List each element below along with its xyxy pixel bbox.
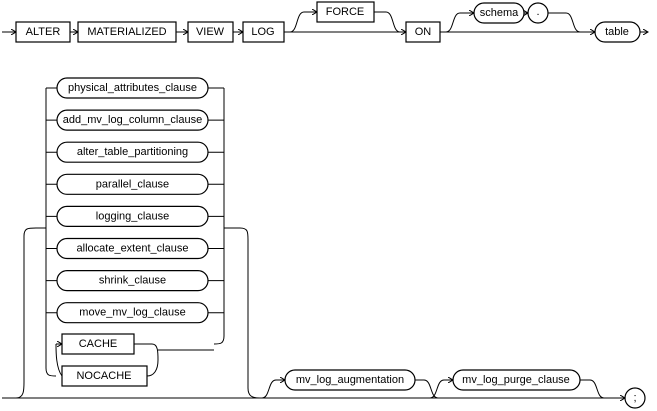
svg-text:add_mv_log_column_clause: add_mv_log_column_clause	[63, 114, 202, 126]
svg-text:alter_table_partitioning: alter_table_partitioning	[77, 146, 188, 158]
svg-text:shrink_clause: shrink_clause	[99, 275, 166, 287]
keyword-materialized: MATERIALIZED	[77, 21, 177, 43]
svg-text:VIEW: VIEW	[196, 26, 225, 38]
svg-text:LOG: LOG	[251, 26, 274, 38]
keyword-cache: CACHE	[61, 333, 135, 355]
clause-list: physical_attributes_clause add_mv_log_col…	[56, 77, 209, 324]
clause-item: alter_table_partitioning	[56, 141, 209, 163]
svg-text:CACHE: CACHE	[79, 338, 118, 350]
svg-text:ON: ON	[415, 26, 432, 38]
keyword-nocache: NOCACHE	[61, 365, 148, 387]
row2-lines	[2, 88, 625, 398]
clause-lines	[46, 87, 224, 314]
svg-text:physical_attributes_clause: physical_attributes_clause	[68, 82, 197, 94]
keyword-alter: ALTER	[15, 21, 71, 43]
svg-text:allocate_extent_clause: allocate_extent_clause	[77, 243, 189, 255]
identifier-table: table	[594, 21, 641, 43]
clause-item: add_mv_log_column_clause	[56, 109, 209, 131]
svg-text:MATERIALIZED: MATERIALIZED	[87, 26, 166, 38]
svg-text:move_mv_log_clause: move_mv_log_clause	[79, 307, 185, 319]
svg-text:table: table	[605, 26, 629, 38]
clause-mv-log-augmentation: mv_log_augmentation	[284, 369, 416, 391]
svg-text:FORCE: FORCE	[326, 6, 365, 18]
svg-text:;: ;	[633, 392, 636, 404]
svg-text:NOCACHE: NOCACHE	[76, 370, 131, 382]
svg-text:.: .	[536, 6, 539, 18]
identifier-dot: .	[527, 2, 549, 24]
clause-mv-log-purge: mv_log_purge_clause	[452, 369, 581, 391]
svg-text:parallel_clause: parallel_clause	[96, 178, 169, 190]
identifier-schema: schema	[473, 2, 525, 24]
clause-item: move_mv_log_clause	[56, 302, 209, 324]
clause-item: shrink_clause	[56, 270, 209, 292]
clause-item: allocate_extent_clause	[56, 237, 209, 260]
keyword-force: FORCE	[316, 1, 375, 23]
svg-text:logging_clause: logging_clause	[96, 210, 169, 222]
row1-lines	[2, 12, 648, 32]
keyword-view: VIEW	[187, 21, 234, 43]
svg-text:mv_log_augmentation: mv_log_augmentation	[296, 374, 404, 386]
keyword-on: ON	[405, 21, 441, 43]
svg-text:ALTER: ALTER	[26, 26, 61, 38]
clause-item: parallel_clause	[56, 173, 209, 195]
keyword-log: LOG	[242, 21, 285, 43]
terminator-semicolon: ;	[624, 387, 646, 409]
svg-text:schema: schema	[480, 7, 519, 19]
clause-item: physical_attributes_clause	[56, 77, 209, 99]
svg-text:mv_log_purge_clause: mv_log_purge_clause	[462, 374, 570, 386]
clause-item: logging_clause	[56, 205, 209, 227]
